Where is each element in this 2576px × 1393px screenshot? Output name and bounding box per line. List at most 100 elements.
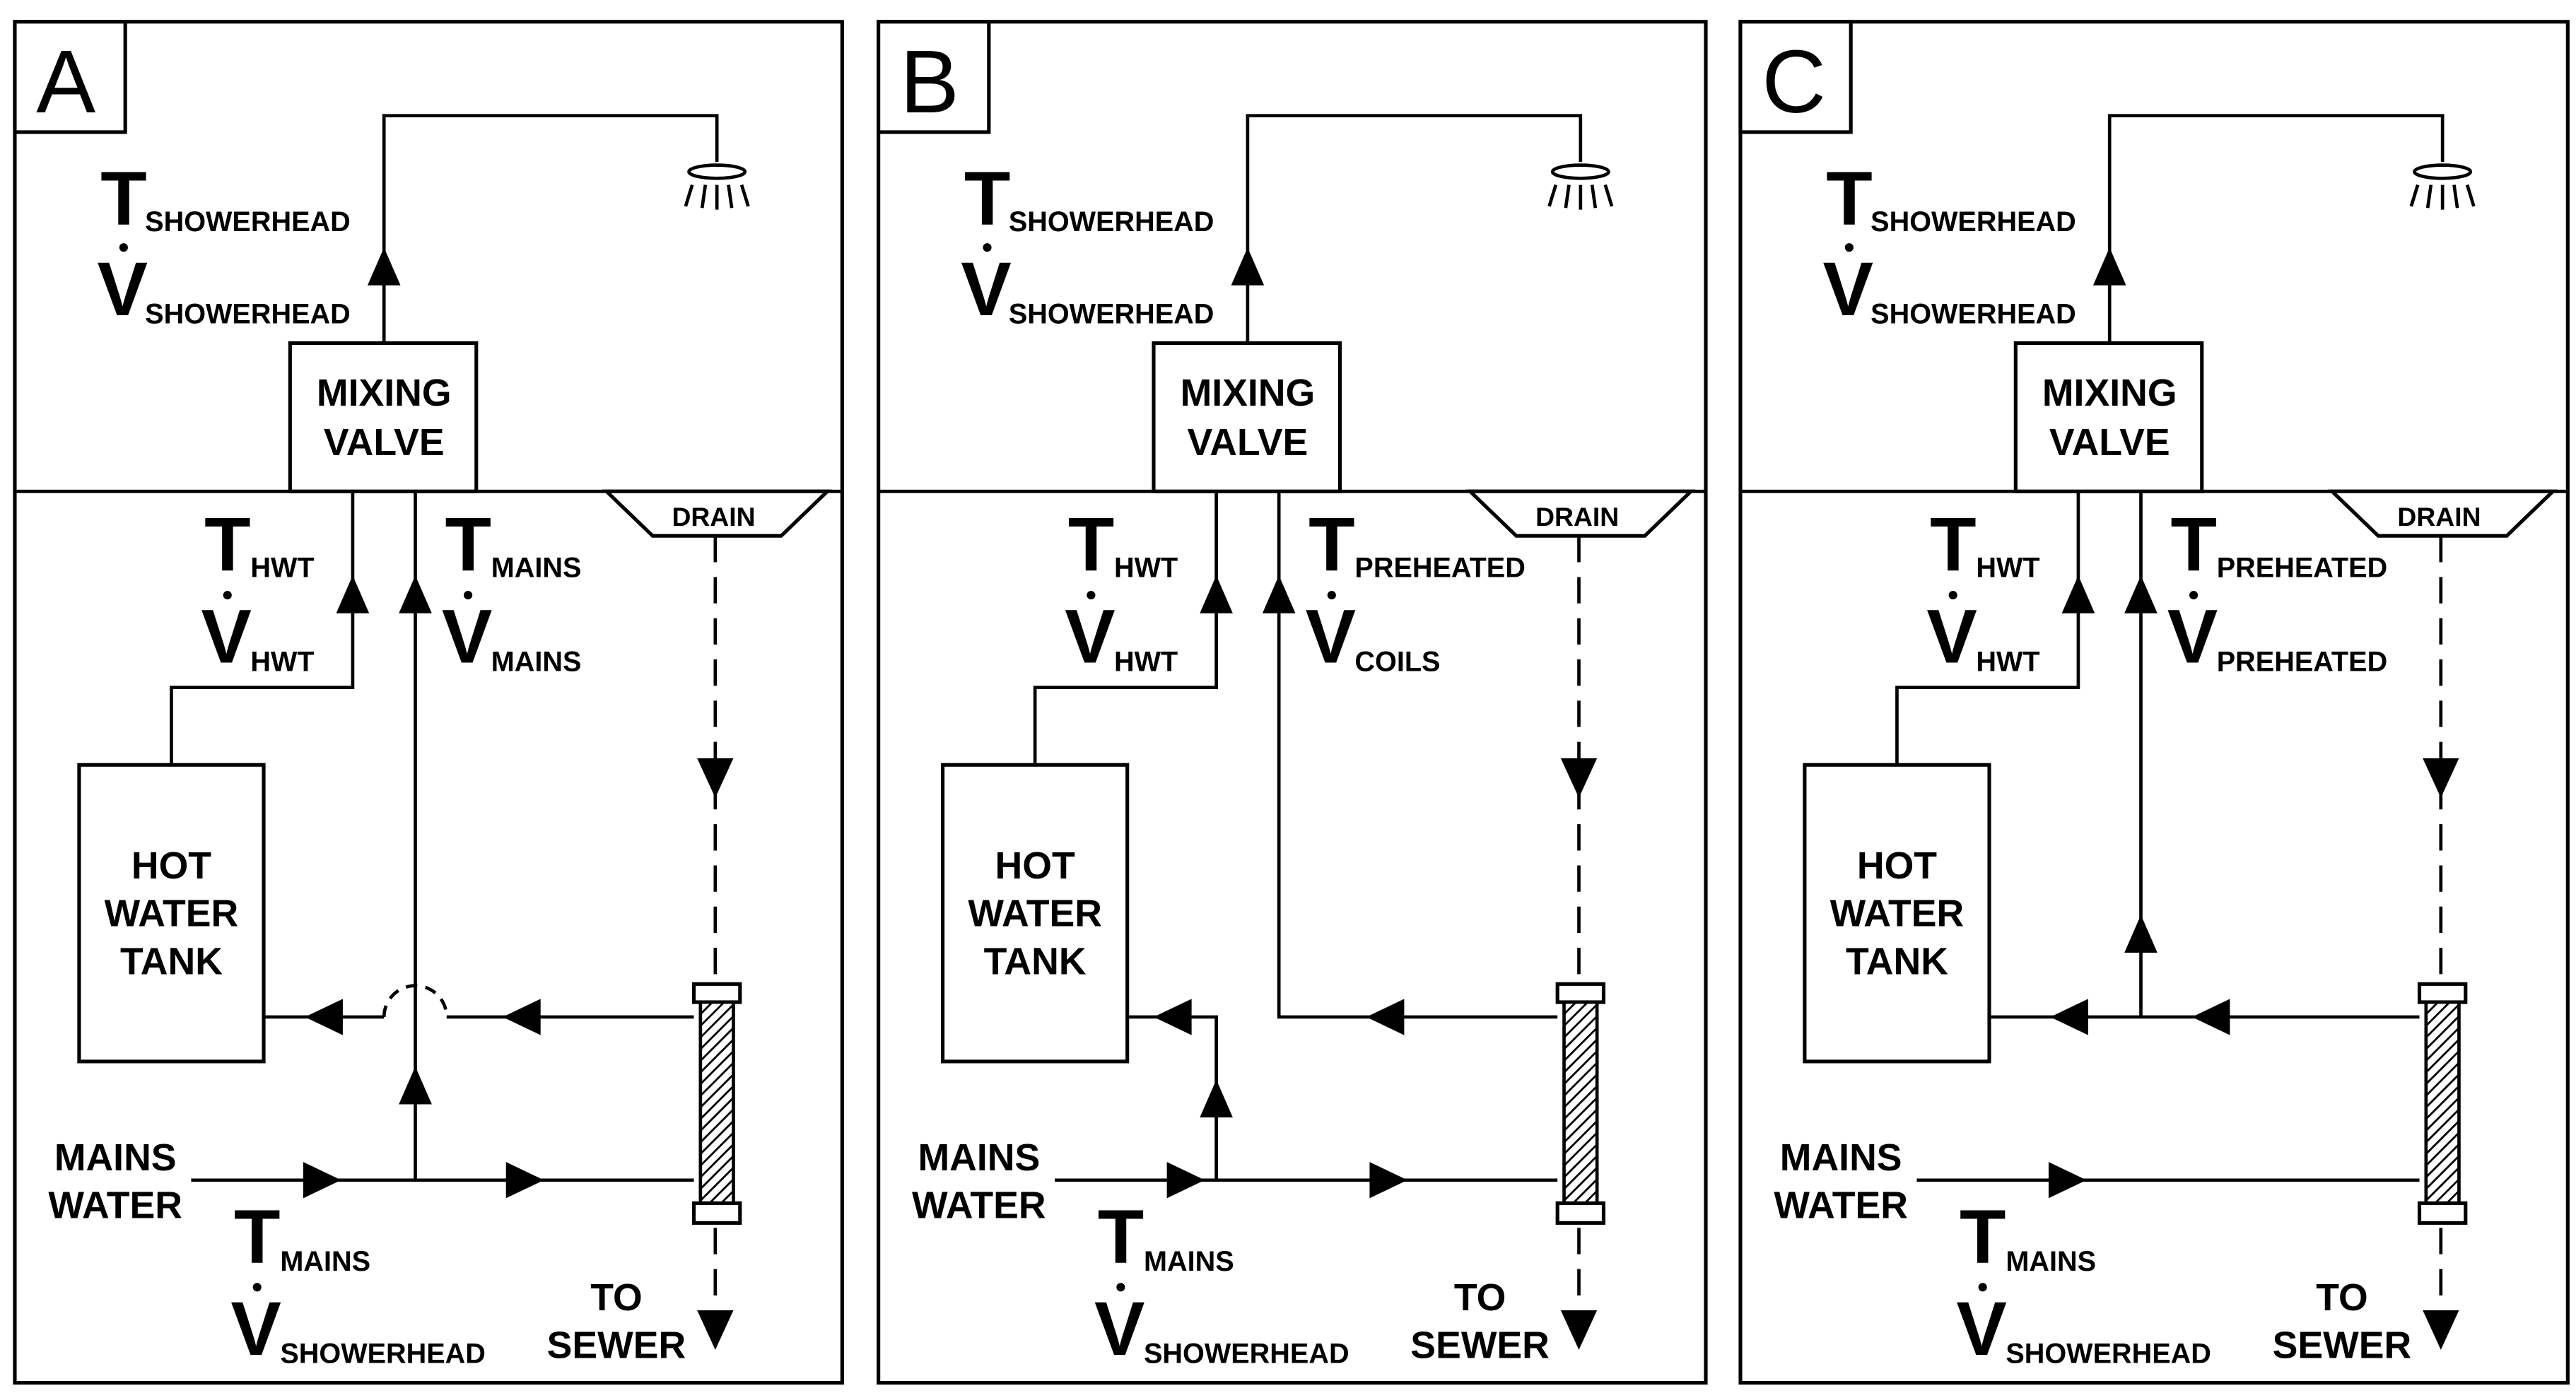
- svg-text:SHOWERHEAD: SHOWERHEAD: [1144, 1339, 1350, 1370]
- svg-text:T: T: [234, 1194, 281, 1279]
- right-branch-temperature-flow-label: T PREHEATED V PREHEATED: [2167, 502, 2387, 679]
- svg-text:V: V: [230, 1286, 281, 1371]
- svg-text:SHOWERHEAD: SHOWERHEAD: [2006, 1339, 2211, 1370]
- panel-letter: C: [1762, 32, 1826, 131]
- svg-text:V: V: [961, 247, 1012, 331]
- svg-text:VALVE: VALVE: [324, 421, 445, 464]
- showerhead-temperature-flow-label: T SHOWERHEAD V SHOWERHEAD: [1823, 156, 2076, 331]
- svg-text:V: V: [98, 247, 148, 331]
- svg-text:MAINS: MAINS: [2006, 1246, 2096, 1277]
- svg-text:TANK: TANK: [1846, 940, 1948, 982]
- svg-text:HWT: HWT: [250, 552, 314, 583]
- svg-text:V: V: [2167, 594, 2218, 679]
- to-sewer-label: TO SEWER: [2273, 1276, 2412, 1367]
- svg-text:MAINS: MAINS: [1780, 1136, 1902, 1179]
- panel-b: B MIXING VALVE HOT WATER TANK DRAIN MAIN…: [879, 22, 1706, 1383]
- svg-text:COILS: COILS: [1354, 646, 1440, 677]
- svg-text:T: T: [1826, 156, 1873, 241]
- svg-text:HWT: HWT: [1114, 552, 1178, 583]
- svg-text:T: T: [2170, 502, 2217, 587]
- svg-text:V: V: [1823, 247, 1874, 331]
- svg-text:T: T: [445, 502, 491, 587]
- svg-text:WATER: WATER: [912, 1184, 1046, 1226]
- showerhead-temperature-flow-label: T SHOWERHEAD V SHOWERHEAD: [961, 156, 1214, 331]
- svg-text:MIXING: MIXING: [2042, 372, 2177, 414]
- svg-text:SEWER: SEWER: [2273, 1324, 2412, 1367]
- drain-label: DRAIN: [672, 502, 755, 531]
- mixing-valve-label: MIXING VALVE: [1181, 372, 1316, 464]
- svg-text:SHOWERHEAD: SHOWERHEAD: [1009, 298, 1214, 329]
- svg-text:VALVE: VALVE: [2049, 421, 2170, 464]
- svg-text:MAINS: MAINS: [1144, 1246, 1234, 1277]
- to-sewer-label: TO SEWER: [547, 1276, 686, 1367]
- svg-text:T: T: [1098, 1194, 1144, 1279]
- svg-text:SHOWERHEAD: SHOWERHEAD: [145, 298, 351, 329]
- svg-text:VALVE: VALVE: [1187, 421, 1308, 464]
- svg-text:V: V: [1956, 1286, 2007, 1371]
- svg-text:TO: TO: [2316, 1276, 2367, 1319]
- showerhead-temperature-flow-label: T SHOWERHEAD V SHOWERHEAD: [98, 156, 351, 331]
- hwt-temperature-flow-label: T HWT V HWT: [201, 502, 314, 679]
- svg-text:SHOWERHEAD: SHOWERHEAD: [280, 1339, 486, 1370]
- svg-text:MAINS: MAINS: [280, 1246, 370, 1277]
- svg-text:SEWER: SEWER: [1410, 1324, 1550, 1367]
- svg-text:T: T: [1960, 1194, 2006, 1279]
- svg-text:WATER: WATER: [1830, 893, 1965, 935]
- svg-text:T: T: [204, 502, 251, 587]
- svg-text:PREHEATED: PREHEATED: [2217, 646, 2387, 677]
- panel-a: A MIXING VALVE HOT WATER TANK DRAIN MAIN…: [15, 22, 842, 1383]
- svg-text:V: V: [442, 594, 493, 679]
- inlet-temperature-flow-label: T MAINS V SHOWERHEAD: [230, 1194, 486, 1371]
- svg-text:TO: TO: [1454, 1276, 1506, 1319]
- svg-text:WATER: WATER: [105, 893, 239, 935]
- hot-water-tank-label: HOT WATER TANK: [968, 845, 1102, 982]
- svg-text:V: V: [1065, 594, 1116, 679]
- drain-label: DRAIN: [2397, 502, 2481, 531]
- svg-text:SHOWERHEAD: SHOWERHEAD: [145, 206, 351, 237]
- mains-water-label: MAINS WATER: [912, 1136, 1046, 1227]
- mains-water-label: MAINS WATER: [48, 1136, 182, 1227]
- inlet-temperature-flow-label: T MAINS V SHOWERHEAD: [1956, 1194, 2211, 1371]
- svg-text:SHOWERHEAD: SHOWERHEAD: [1009, 206, 1214, 237]
- svg-text:T: T: [1930, 502, 1977, 587]
- hwt-temperature-flow-label: T HWT V HWT: [1065, 502, 1178, 679]
- svg-text:HWT: HWT: [1114, 646, 1178, 677]
- mixing-valve-label: MIXING VALVE: [2042, 372, 2177, 464]
- svg-text:HWT: HWT: [1976, 552, 2039, 583]
- svg-text:TANK: TANK: [120, 940, 223, 982]
- svg-text:PREHEATED: PREHEATED: [2217, 552, 2387, 583]
- svg-text:HOT: HOT: [131, 845, 211, 887]
- svg-text:SHOWERHEAD: SHOWERHEAD: [1870, 298, 2076, 329]
- right-branch-temperature-flow-label: T MAINS V MAINS: [442, 502, 582, 679]
- svg-text:HOT: HOT: [1857, 845, 1937, 887]
- svg-text:V: V: [1305, 594, 1356, 679]
- svg-text:T: T: [1309, 502, 1355, 587]
- mains-water-label: MAINS WATER: [1774, 1136, 1908, 1227]
- svg-text:SHOWERHEAD: SHOWERHEAD: [1870, 206, 2076, 237]
- svg-text:T: T: [100, 156, 147, 241]
- svg-text:WATER: WATER: [968, 893, 1102, 935]
- hot-water-tank-label: HOT WATER TANK: [1830, 845, 1965, 982]
- to-sewer-label: TO SEWER: [1410, 1276, 1550, 1367]
- hwt-temperature-flow-label: T HWT V HWT: [1926, 502, 2039, 679]
- mixing-valve-label: MIXING VALVE: [317, 372, 452, 464]
- svg-text:V: V: [1094, 1286, 1145, 1371]
- svg-text:SEWER: SEWER: [547, 1324, 686, 1367]
- panel-letter: A: [36, 32, 95, 131]
- svg-text:PREHEATED: PREHEATED: [1354, 552, 1525, 583]
- svg-text:T: T: [1068, 502, 1115, 587]
- svg-text:TO: TO: [590, 1276, 642, 1319]
- svg-text:T: T: [964, 156, 1011, 241]
- svg-text:V: V: [1926, 594, 1977, 679]
- svg-text:WATER: WATER: [48, 1184, 182, 1226]
- right-branch-temperature-flow-label: T PREHEATED V COILS: [1305, 502, 1525, 679]
- panel-letter: B: [900, 32, 959, 131]
- svg-text:HWT: HWT: [250, 646, 314, 677]
- svg-text:MIXING: MIXING: [1181, 372, 1316, 414]
- drain-label: DRAIN: [1535, 502, 1619, 531]
- svg-text:HOT: HOT: [995, 845, 1075, 887]
- hot-water-tank-label: HOT WATER TANK: [105, 845, 239, 982]
- svg-text:WATER: WATER: [1774, 1184, 1908, 1226]
- svg-text:MIXING: MIXING: [317, 372, 452, 414]
